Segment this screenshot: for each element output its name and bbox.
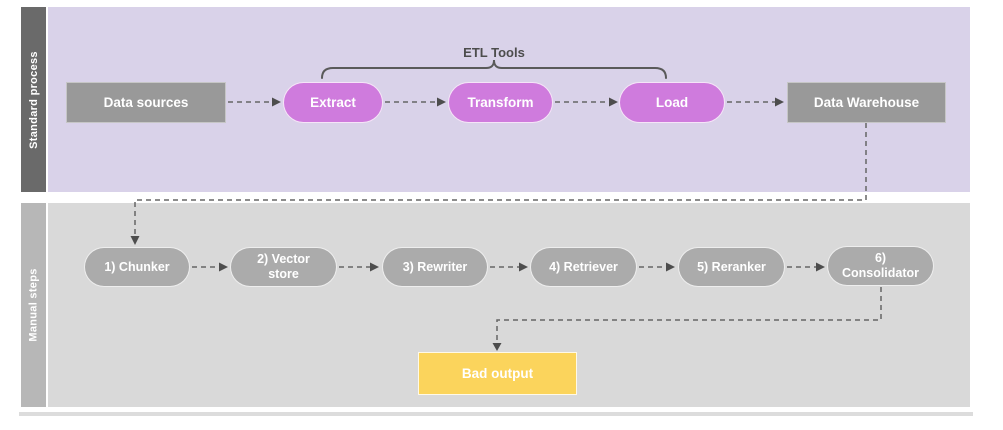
node-step-retriever: 4) Retriever (530, 247, 637, 287)
node-step-vector-store: 2) Vector store (230, 247, 337, 287)
etl-tools-label: ETL Tools (463, 45, 525, 60)
node-load: Load (619, 82, 725, 123)
lane-tab-manual-steps: Manual steps (21, 203, 46, 407)
node-bad-output: Bad output (418, 352, 577, 395)
node-data-sources: Data sources (66, 82, 226, 123)
node-step-rewriter: 3) Rewriter (382, 247, 488, 287)
node-step-chunker: 1) Chunker (84, 247, 190, 287)
bottom-divider (19, 412, 973, 416)
lane-tab-standard-process: Standard process (21, 7, 46, 192)
node-step-consolidator: 6) Consolidator (827, 246, 934, 286)
lane-label-standard-process: Standard process (27, 50, 40, 149)
node-step-reranker: 5) Reranker (678, 247, 785, 287)
node-transform: Transform (448, 82, 553, 123)
node-data-warehouse: Data Warehouse (787, 82, 946, 123)
lane-label-manual-steps: Manual steps (27, 268, 40, 342)
node-extract: Extract (283, 82, 383, 123)
